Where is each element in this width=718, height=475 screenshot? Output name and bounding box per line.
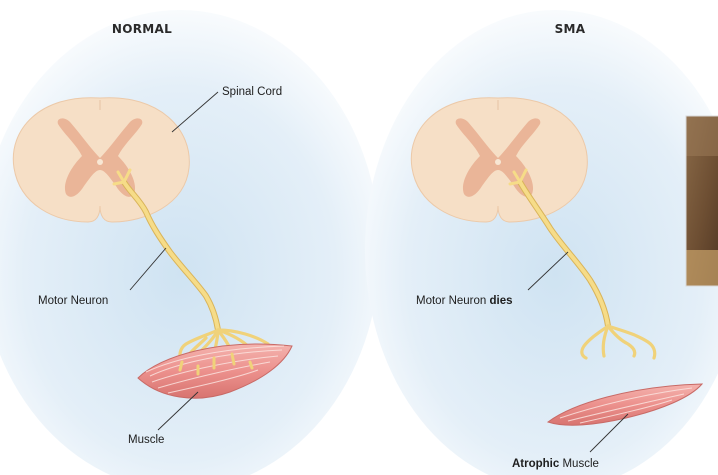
normal-motor-neuron-label: Motor Neuron: [38, 295, 108, 307]
sma-panel-title: SMA: [555, 22, 586, 36]
sma-motor-neuron-text: Motor Neuron: [416, 295, 490, 307]
spinal-cord-label: Spinal Cord: [222, 86, 282, 98]
atrophic-text: Atrophic: [512, 458, 560, 470]
normal-panel-title: NORMAL: [112, 22, 172, 36]
atrophic-muscle-text: Muscle: [559, 458, 599, 470]
atrophic-muscle-label: Atrophic Muscle: [512, 458, 599, 470]
sma-dies-text: dies: [490, 295, 513, 307]
sma-spinal-cord: [411, 98, 587, 222]
photo-thumbnail-icon: [686, 116, 718, 286]
normal-spinal-cord: [13, 98, 189, 222]
sma-motor-neuron-label: Motor Neuron dies: [416, 295, 513, 307]
normal-muscle-label: Muscle: [128, 434, 164, 446]
